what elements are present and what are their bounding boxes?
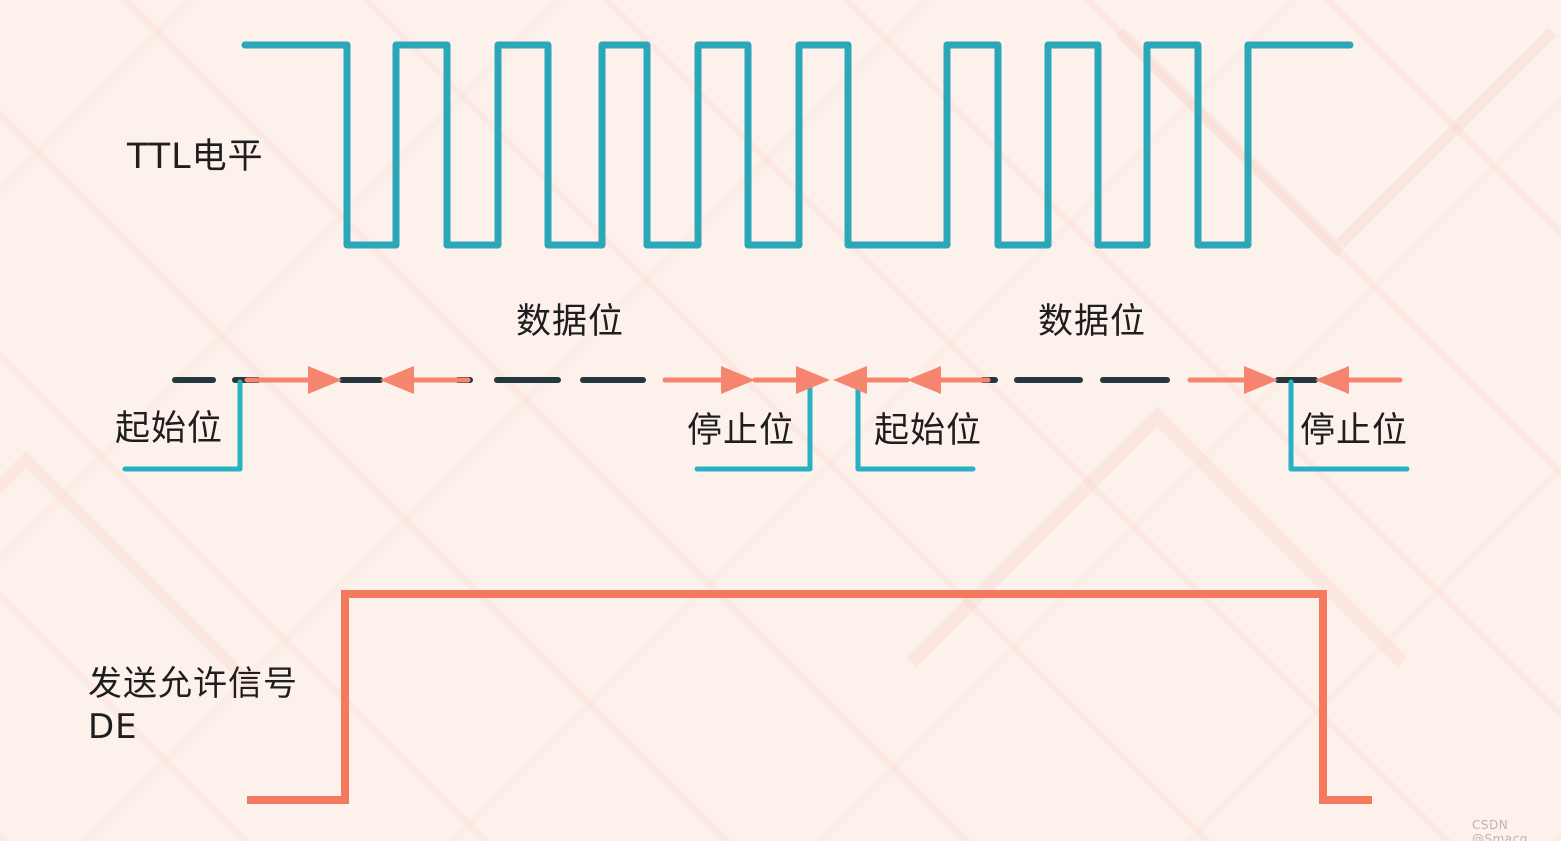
start-bit-label-1: 起始位: [115, 409, 224, 449]
stop-bit-label-1: 停止位: [687, 411, 796, 451]
stop-bit-1-bracket: [694, 379, 813, 472]
watermark: CSDN @Smacq: [1472, 818, 1528, 841]
stop-bit-label-2: 停止位: [1300, 411, 1409, 451]
arrow-head-left: [833, 366, 867, 394]
stop-bit-2-bracket: [1288, 379, 1410, 472]
arrow-head-left: [907, 366, 941, 394]
arrow-head-right: [1244, 366, 1278, 394]
arrow-head-left: [380, 366, 414, 394]
start-bit-2-bracket: [855, 379, 976, 472]
de-enable-label-line1: 发送允许信号: [88, 664, 298, 704]
ttl-waveform: [241, 41, 1354, 249]
start-bit-1-bracket: [122, 379, 243, 472]
arrow-head-left: [1315, 366, 1349, 394]
start-bit-label-2: 起始位: [874, 411, 983, 451]
arrow-head-right: [796, 366, 830, 394]
arrow-head-right: [721, 366, 755, 394]
de-enable-label-line2: DE: [88, 707, 138, 747]
ttl-level-label: TTL电平: [127, 137, 264, 177]
data-bits-label-2: 数据位: [1038, 302, 1147, 342]
arrow-head-right: [308, 366, 342, 394]
data-bits-label-1: 数据位: [516, 302, 625, 342]
de-enable-label: 发送允许信号 DE: [88, 663, 298, 749]
de-waveform: [247, 590, 1372, 804]
